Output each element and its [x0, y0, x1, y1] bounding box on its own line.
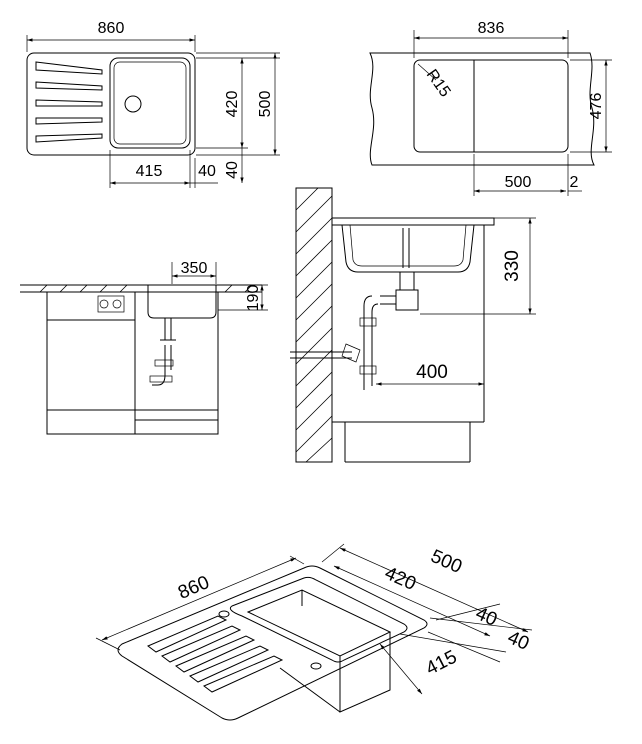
iso-drainer-grooves: [147, 615, 284, 693]
side-wall: [295, 187, 333, 463]
top-view-edge-label: 40: [198, 163, 216, 180]
cutout-gap-label: 2: [570, 174, 579, 191]
iso-outer-depth-label: 500: [427, 546, 465, 578]
top-view-sink-outline: [26, 52, 196, 156]
top-view-bowl: [109, 57, 191, 149]
front-drain-trap: [152, 318, 176, 386]
side-view: 330 400: [290, 187, 536, 463]
iso-view: 860 500 420 40 40 415: [95, 543, 532, 721]
side-wall-hatch: [295, 187, 333, 463]
top-view-drainer-grooves: [35, 61, 103, 143]
front-view: 350 190: [20, 260, 268, 435]
iso-length-label: 860: [175, 572, 212, 604]
top-view-outer-depth-label: 500: [257, 91, 274, 118]
top-view-bowl-width-label: 415: [136, 163, 163, 180]
side-bowl: [341, 224, 475, 273]
cutout-offset-label: 500: [505, 174, 532, 191]
cutout-radius-label: R15: [423, 67, 454, 101]
top-view-width-label: 860: [98, 20, 125, 37]
front-cabinet-right: [134, 291, 219, 435]
side-distance-label: 400: [416, 362, 448, 383]
top-view-inner-depth-label: 420: [224, 91, 241, 118]
side-drain-trap: [363, 272, 419, 390]
top-view-bowl-inner: [113, 61, 187, 145]
front-appliance-knob: [99, 299, 109, 309]
front-worktop-hatch: [39, 284, 253, 293]
front-bowl: [147, 285, 217, 319]
iso-bowl-label: 415: [423, 647, 461, 680]
front-appliance-display: [97, 295, 125, 313]
side-height-label: 330: [502, 250, 523, 282]
cutout-depth-label: 476: [588, 93, 605, 120]
top-view-edge-vertical-label: 40: [224, 161, 241, 179]
top-view: 860 420 500 40 415 40: [26, 20, 280, 188]
cutout-width-label: 836: [478, 20, 505, 37]
cutout-rectangle: [413, 59, 569, 153]
iso-edge-label-2: 40: [504, 627, 532, 655]
iso-edge-label-1: 40: [472, 603, 500, 631]
front-cabinet-left: [46, 291, 136, 435]
cutout-view: R15 836 476 500 2: [369, 20, 612, 196]
front-bowl-width-label: 350: [181, 260, 208, 277]
top-view-drain: [124, 95, 142, 113]
side-worktop: [331, 217, 495, 226]
cutout-worktop: [369, 52, 595, 166]
front-depth-label: 190: [245, 285, 262, 312]
